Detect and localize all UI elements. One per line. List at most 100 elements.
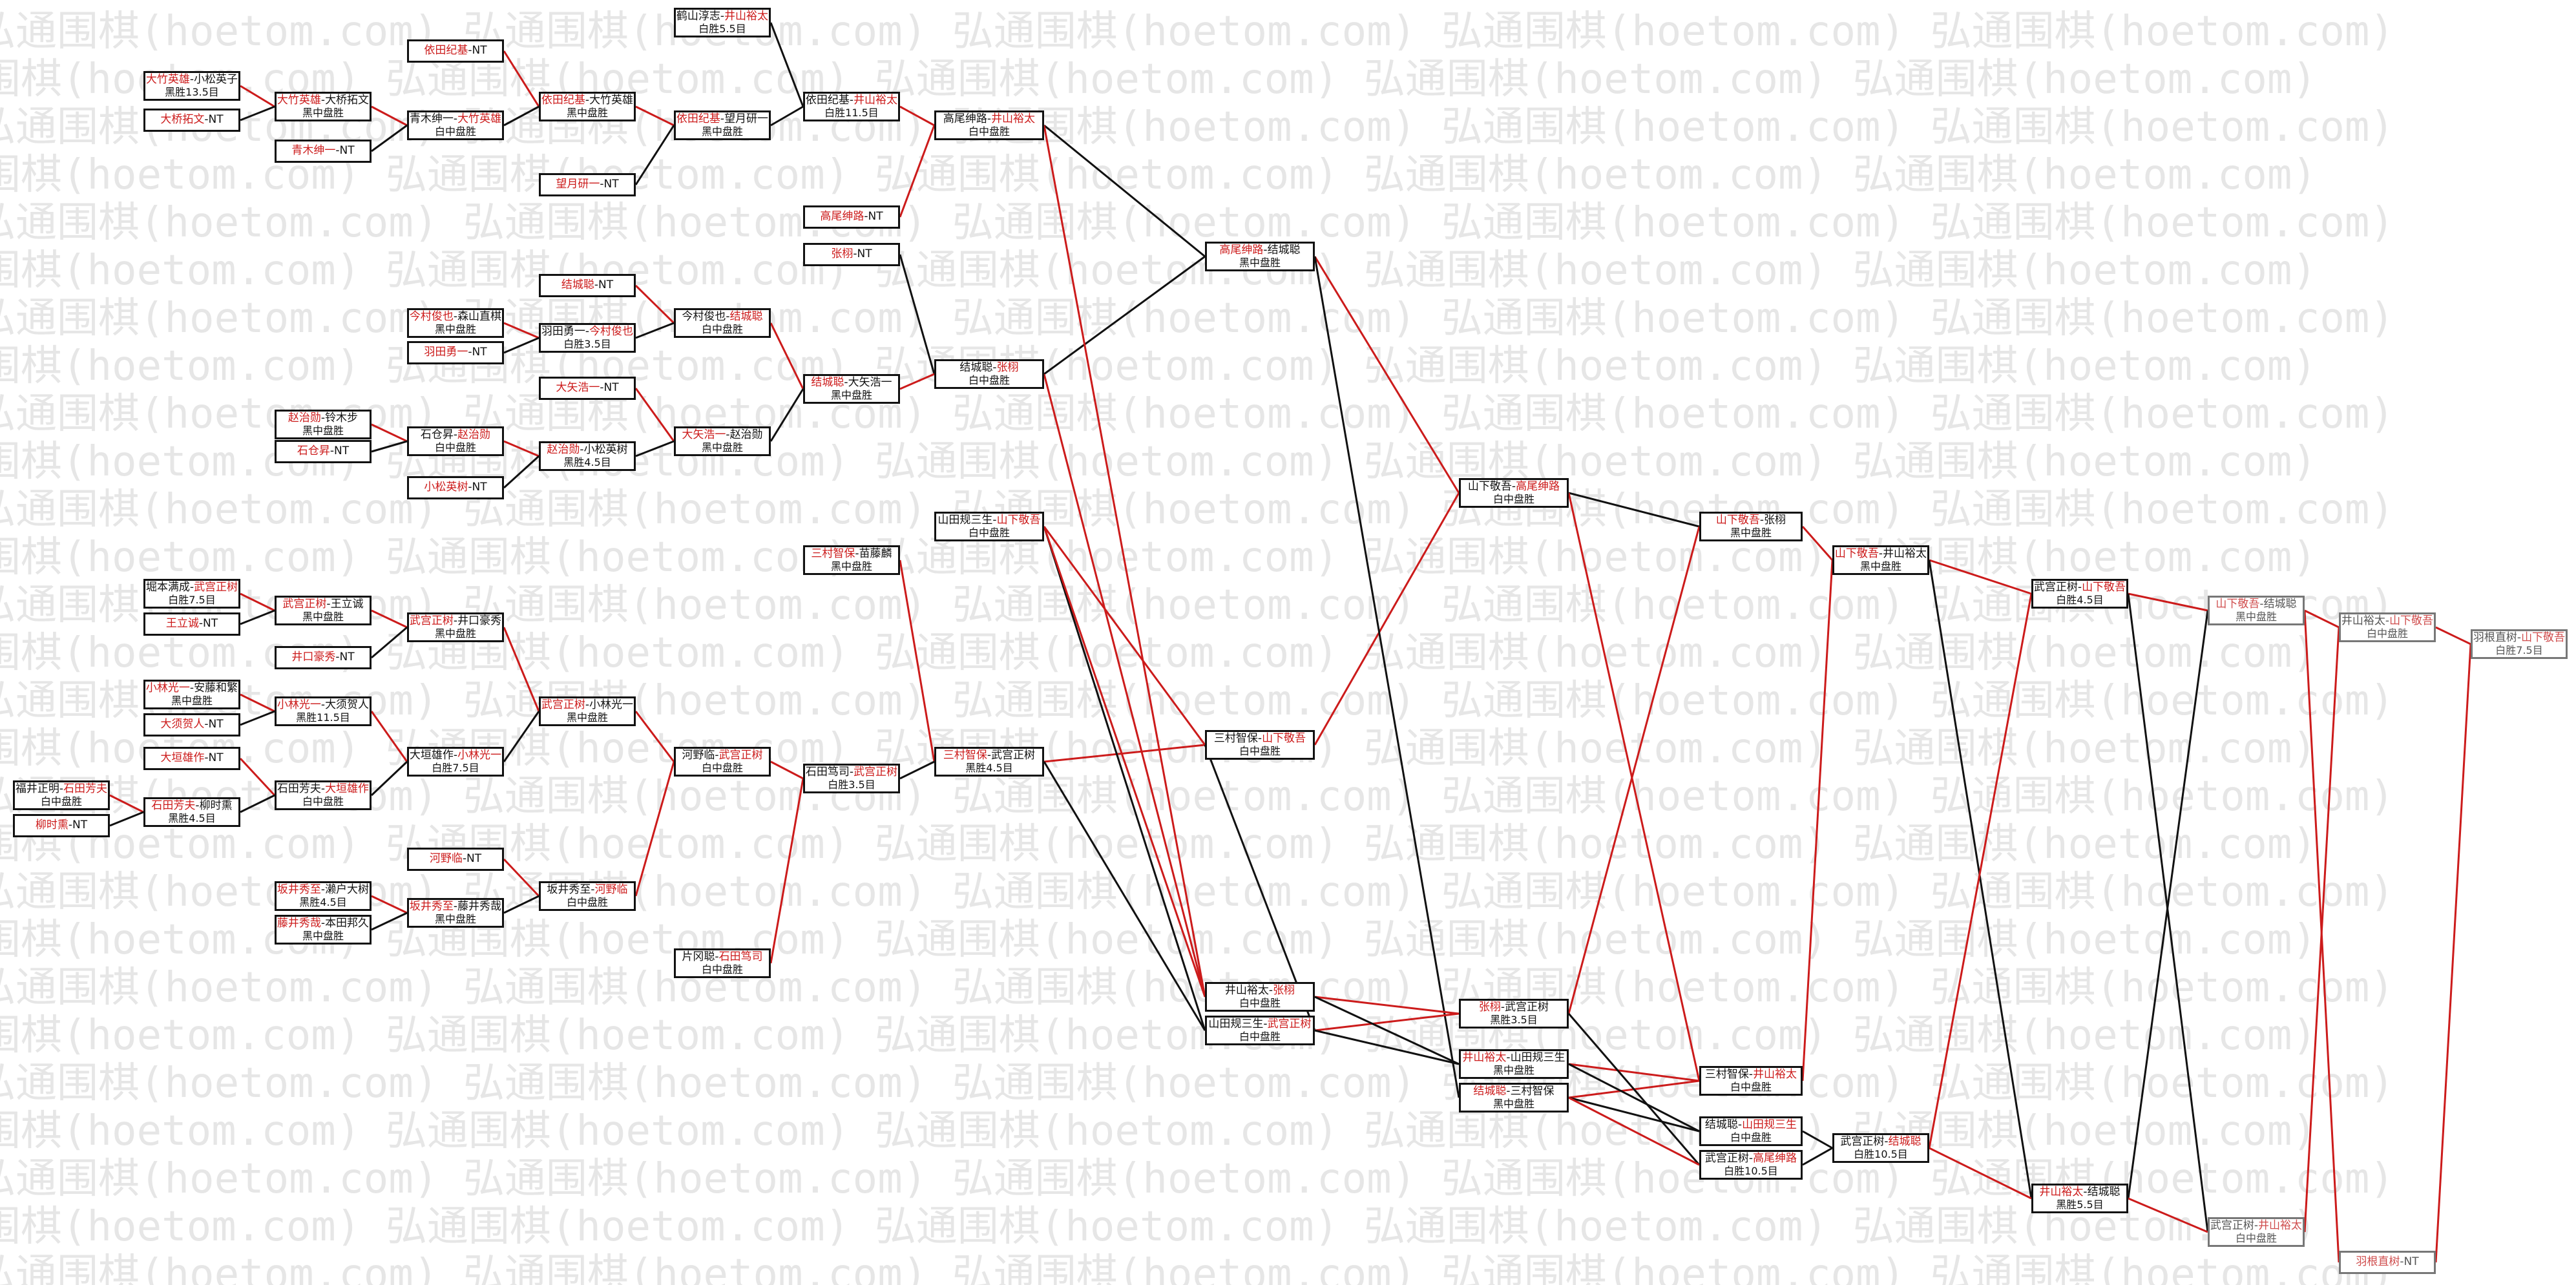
watermark-text: 弘通围棋(hoetom.com) 弘通围棋(hoetom.com) 弘通围棋(h… [0,1203,2317,1251]
vs-dash: - [2077,581,2082,594]
match-players: 张栩-武宫正树 [1479,1001,1549,1014]
match-box: 王立诚-NT [143,612,240,636]
player-a: 高尾绅路 [943,112,987,126]
vs-dash: - [844,376,848,390]
bracket-line [240,609,275,625]
match-players: 高尾绅路-NT [820,210,883,224]
player-a: 高尾绅路 [1219,244,1264,257]
bracket-line [1314,1012,1460,1032]
match-players: 三村智保-山下敬吾 [1214,732,1306,746]
match-result: 白中盘胜 [968,125,1010,138]
bracket-line [1314,1029,1460,1065]
player-b: 大桥拓文 [325,94,370,107]
bracket-line [1043,255,1206,375]
match-players: 藤井秀哉-本田邦久 [277,917,369,930]
vs-dash: - [720,10,725,23]
match-players: 石仓昇-赵治勋 [421,428,490,442]
bracket-line [371,912,408,931]
match-players: 大竹英雄-大桥拓文 [277,94,369,107]
match-players: 大桥拓文-NT [160,113,223,127]
match-result: 黑中盘胜 [1239,256,1281,269]
match-players: 小林光一-安藤和繁 [146,682,238,695]
vs-dash: - [1506,1085,1511,1098]
bracket-line [1568,1096,1700,1133]
match-players: 河野临-武宫正树 [682,749,762,762]
match-players: 三村智保-井山裕太 [1705,1068,1797,1081]
match-result: 黑中盘胜 [1730,526,1772,539]
bracket-line [770,22,804,107]
bracket-line [503,337,539,354]
watermark-text: 弘通围棋(hoetom.com) 弘通围棋(hoetom.com) 弘通围棋(h… [0,1155,2394,1203]
match-box: 羽根直树-NT [2339,1251,2436,1274]
bracket-line [1802,1147,1833,1166]
bracket-line [2128,1197,2208,1233]
bracket-line [635,440,675,457]
match-players: 今村俊也-结城聪 [682,310,762,324]
match-box: 石田笃司-武宫正树白胜3.5目 [803,764,900,793]
player-b: 大矢浩一 [848,376,892,390]
player-a: 井山裕太 [2039,1186,2084,1199]
match-result: 白中盘胜 [2235,1231,2277,1244]
match-box: 山下敬吾-结城聪黑中盘胜 [2208,596,2305,625]
player-a: 坂井秀至 [547,883,591,897]
vs-dash: - [320,883,326,897]
match-box: 片冈聪-石田笃司白中盘胜 [674,948,771,978]
player-b: 小松英树 [583,443,628,457]
match-box: 鹤山淳志-井山裕太白胜5.5目 [674,8,771,37]
match-players: 大竹英雄-小松英子 [146,73,238,87]
watermark-text: 弘通围棋(hoetom.com) 弘通围棋(hoetom.com) 弘通围棋(h… [0,1012,2317,1060]
bracket-line [1314,492,1460,746]
vs-dash: - [855,547,859,561]
vs-dash: - [189,581,194,594]
match-result: 白中盘胜 [701,322,743,335]
player-b: NT [857,247,872,261]
bracket-line [1043,373,1206,998]
match-result: 黑中盘胜 [830,559,872,572]
match-players: 赵治勋-小松英树 [547,443,628,457]
match-result: 白中盘胜 [1239,996,1281,1009]
player-b: 苗藤麟 [859,547,892,561]
match-box: 三村智保-武宫正树黑胜4.5目 [934,747,1044,777]
player-b: 今村俊也 [589,325,634,339]
match-result: 黑中盘胜 [1859,559,1901,572]
watermark-text: 弘通围棋(hoetom.com) 弘通围棋(hoetom.com) 弘通围棋(h… [0,486,2394,534]
player-a: 结城聪 [1473,1085,1507,1098]
match-players: 武宫正树-高尾绅路 [1705,1152,1797,1165]
player-b: 井山裕太 [853,94,898,107]
match-box: 武宫正树-小林光一黑中盘胜 [539,696,636,726]
vs-dash: - [1511,480,1516,494]
match-box: 井山裕太-山田规三生黑中盘胜 [1459,1049,1569,1079]
match-box: 青木绅一-大竹英雄白中盘胜 [407,110,504,140]
player-b: 大竹英雄 [589,94,634,107]
watermark-text: 弘通围棋(hoetom.com) 弘通围棋(hoetom.com) 弘通围棋(h… [0,1107,2317,1155]
bracket-line [2128,592,2208,612]
match-players: 石田笃司-武宫正树 [806,766,897,779]
match-box: 三村智保-井山裕太白中盘胜 [1699,1066,1803,1096]
bracket-line [634,284,675,324]
vs-dash: - [715,950,719,964]
player-b: NT [603,381,619,395]
player-b: 结城聪 [1267,244,1301,257]
player-b: 山田规三生 [1510,1051,1565,1065]
match-players: 依田纪基-大竹英雄 [541,94,633,107]
vs-dash: - [462,852,467,866]
player-a: 山下敬吾 [1834,547,1879,561]
match-box: 高尾绅路-NT [803,205,900,229]
match-result: 黑胜4.5目 [563,455,611,468]
match-result: 白胜7.5目 [168,593,216,606]
player-a: 羽根直树 [2356,1255,2400,1269]
vs-dash: - [585,698,590,712]
match-result: 黑胜13.5目 [165,85,219,98]
vs-dash: - [453,614,458,628]
bracket-line [1043,526,1206,746]
match-box: 大矢浩一-赵治勋黑中盘胜 [674,426,771,456]
match-players: 石仓昇-NT [297,444,349,458]
bracket-line [503,455,540,489]
bracket-line [503,711,540,762]
player-a: 河野临 [682,749,715,762]
player-b: NT [868,210,883,224]
vs-dash: - [320,917,326,930]
match-box: 张栩-武宫正树黑胜3.5目 [1459,999,1569,1029]
watermark-text: 弘通围棋(hoetom.com) 弘通围棋(hoetom.com) 弘通围棋(h… [0,247,2317,295]
